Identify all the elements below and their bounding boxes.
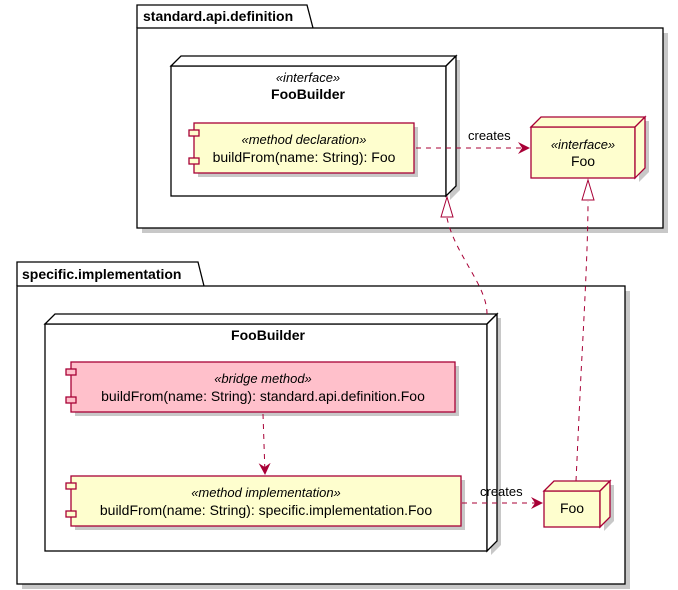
node-title: Foo [571,153,595,169]
component-stereotype: «method implementation» [191,485,341,500]
component-method-implementation: «method implementation» buildFrom(name: … [65,475,465,530]
edge-realization-foobuilder [440,195,488,315]
edge-api-creates: creates [416,128,530,154]
component-method-declaration: «method declaration» buildFrom(name: Str… [188,122,418,177]
node-title: FooBuilder [231,327,305,343]
node-stereotype: «interface» [276,70,340,85]
component-bridge-method: «bridge method» buildFrom(name: String):… [65,361,459,416]
component-stereotype: «bridge method» [214,371,312,386]
node-title: Foo [560,500,584,516]
node-api-foo: «interface» Foo [529,115,649,182]
package-title: specific.implementation [22,266,181,282]
edge-label: creates [480,484,523,499]
package-title: standard.api.definition [143,8,293,24]
node-title: FooBuilder [271,86,345,102]
component-stereotype: «method declaration» [241,132,366,147]
component-signature: buildFrom(name: String): Foo [213,149,396,165]
node-stereotype: «interface» [551,137,615,152]
component-signature: buildFrom(name: String): specific.implem… [100,502,432,518]
edge-bridge-to-implementation [258,413,271,475]
component-signature: buildFrom(name: String): standard.api.de… [101,388,425,404]
edge-impl-creates: creates [462,484,543,509]
edge-realization-foo [575,178,595,482]
node-impl-foo: Foo [542,479,614,531]
edge-label: creates [468,128,511,143]
